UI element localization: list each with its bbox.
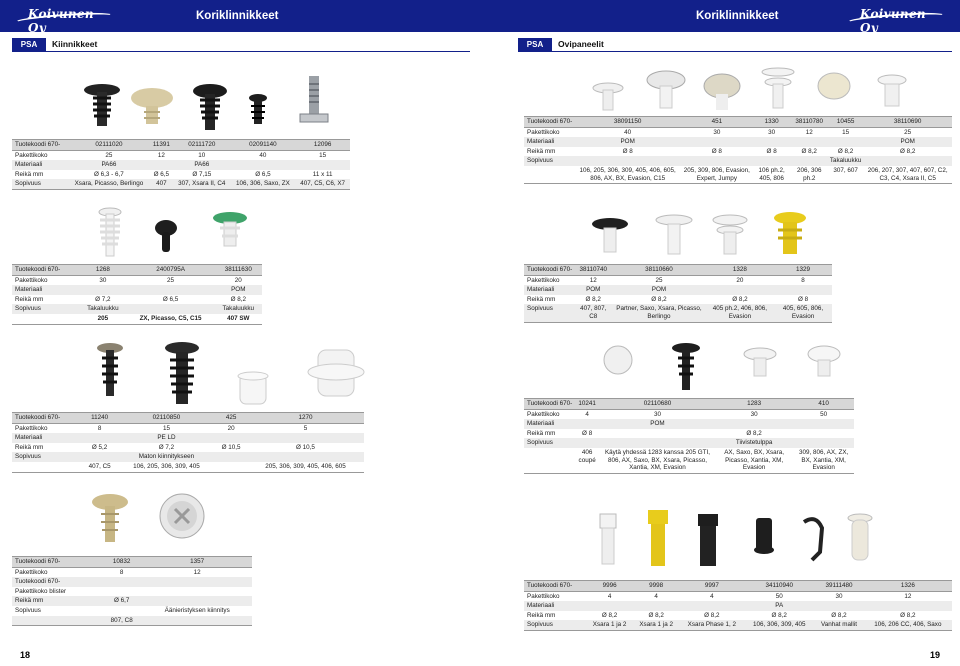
clip-02091140 <box>249 94 267 124</box>
clip-images-row4 <box>92 493 205 542</box>
clip-02111020 <box>84 84 120 126</box>
clip-38111630 <box>213 212 247 247</box>
clip-10832 <box>92 494 128 542</box>
clip-38110690 <box>877 74 907 107</box>
brand-logo: Koivunen Oy <box>13 5 115 35</box>
clip-38091150 <box>592 82 624 111</box>
clip-images-row1 <box>84 76 329 130</box>
clip-39111480 <box>802 517 825 562</box>
page-number-left: 18 <box>20 650 31 660</box>
clip-images-row3 <box>97 342 365 405</box>
clip-425 <box>237 371 269 405</box>
panel-clip-images-row3 <box>603 343 841 390</box>
header-bar-left: Koivunen Oy Koriklinnikkeet <box>0 0 480 35</box>
clip-12096 <box>299 76 329 123</box>
clip-images-row2 <box>98 207 247 257</box>
header-title: Koriklinnikkeet <box>196 10 279 22</box>
header-bar-right: Koriklinnikkeet Koivunen Oy <box>480 0 960 35</box>
clip-10455 <box>817 72 851 100</box>
clip-1283 <box>743 347 777 377</box>
clip-1328 <box>712 214 748 255</box>
page-number-right: 19 <box>929 650 940 660</box>
clip-38110740 <box>592 218 628 253</box>
panel-clip-images-row1 <box>592 67 907 111</box>
clip-02110850 <box>165 342 199 404</box>
panel-clip-images-row4 <box>599 510 873 566</box>
brand-logo-right: Koivunen Oy <box>845 5 947 35</box>
clip-2400795A <box>155 220 177 252</box>
clip-11240 <box>97 343 123 396</box>
clip-1268 <box>98 207 122 257</box>
clip-10241 <box>603 345 633 375</box>
clip-1330 <box>703 73 741 110</box>
clip-1329 <box>774 212 806 254</box>
clip-38110780 <box>761 67 795 109</box>
clip-9998 <box>648 510 668 566</box>
clip-02110680 <box>672 343 700 390</box>
clip-11391 <box>131 88 173 124</box>
clip-02111720 <box>193 84 227 130</box>
panel-clip-images-row2 <box>592 212 806 255</box>
header-title-right: Koriklinnikkeet <box>696 10 779 22</box>
clip-1357 <box>159 493 205 539</box>
clip-451 <box>646 70 686 109</box>
clip-9997 <box>698 514 718 566</box>
clip-9996 <box>599 513 617 565</box>
clip-1326 <box>847 513 873 561</box>
clip-410 <box>807 345 841 377</box>
clip-1270 <box>307 349 365 397</box>
clip-38110660 <box>655 214 693 255</box>
clip-34110940 <box>754 518 774 554</box>
